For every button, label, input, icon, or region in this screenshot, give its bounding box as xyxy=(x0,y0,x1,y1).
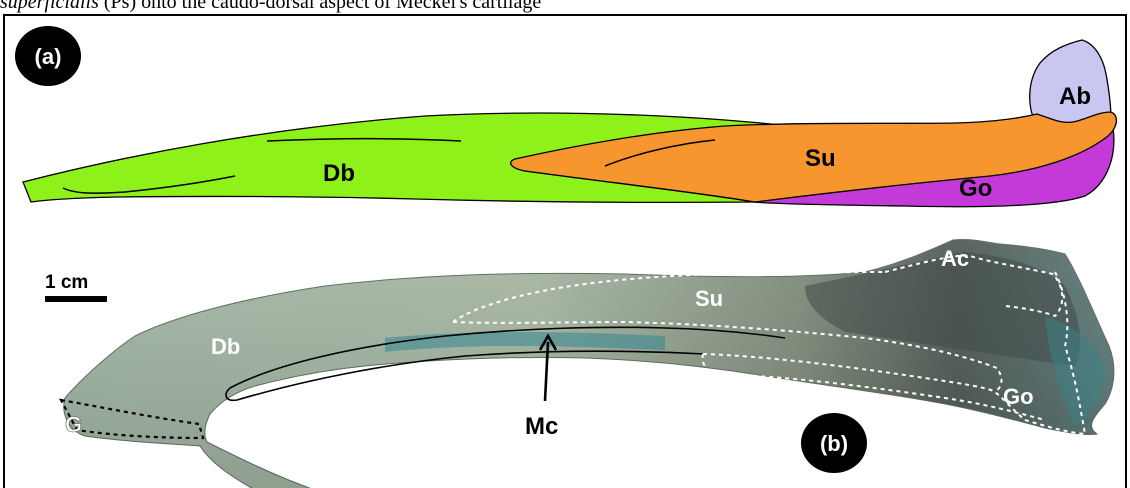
panel-b-badge-label: (b) xyxy=(820,431,848,456)
panel-a-badge-label: (a) xyxy=(35,44,62,69)
surangular-label: Su xyxy=(805,145,836,172)
specimen-gonial-label: Go xyxy=(1003,384,1034,409)
figure-caption: superficialis (Ps) onto the caudo-dorsal… xyxy=(0,0,1130,13)
specimen-surangular-label: Su xyxy=(695,286,723,311)
figure-canvas: Db Su Go Ab (a) Db Su Ac Go G xyxy=(5,16,1127,488)
panel-a: Db Su Go Ab (a) xyxy=(15,26,1116,207)
specimen-articular-label: Ac xyxy=(941,246,969,271)
scale-bar xyxy=(45,296,107,302)
caption-text: (Ps) onto the caudo-dorsal aspect of Mec… xyxy=(99,0,541,13)
scale-bar-label: 1 cm xyxy=(45,272,88,293)
panel-a-badge: (a) xyxy=(15,26,81,86)
panel-b: Db Su Ac Go G Mc 1 cm (b) xyxy=(45,239,1114,488)
dentary-label: Db xyxy=(323,160,355,187)
caption-species: superficialis xyxy=(0,0,99,13)
specimen-dentary-label: Db xyxy=(211,334,240,359)
gonial-label: Go xyxy=(959,175,992,202)
panel-b-badge: (b) xyxy=(801,413,867,473)
specimen-g-label: G xyxy=(65,412,82,437)
meckels-cartilage-label: Mc xyxy=(525,413,558,440)
figure-frame: Db Su Go Ab (a) Db Su Ac Go G xyxy=(3,14,1127,488)
angular-label: Ab xyxy=(1059,83,1091,110)
